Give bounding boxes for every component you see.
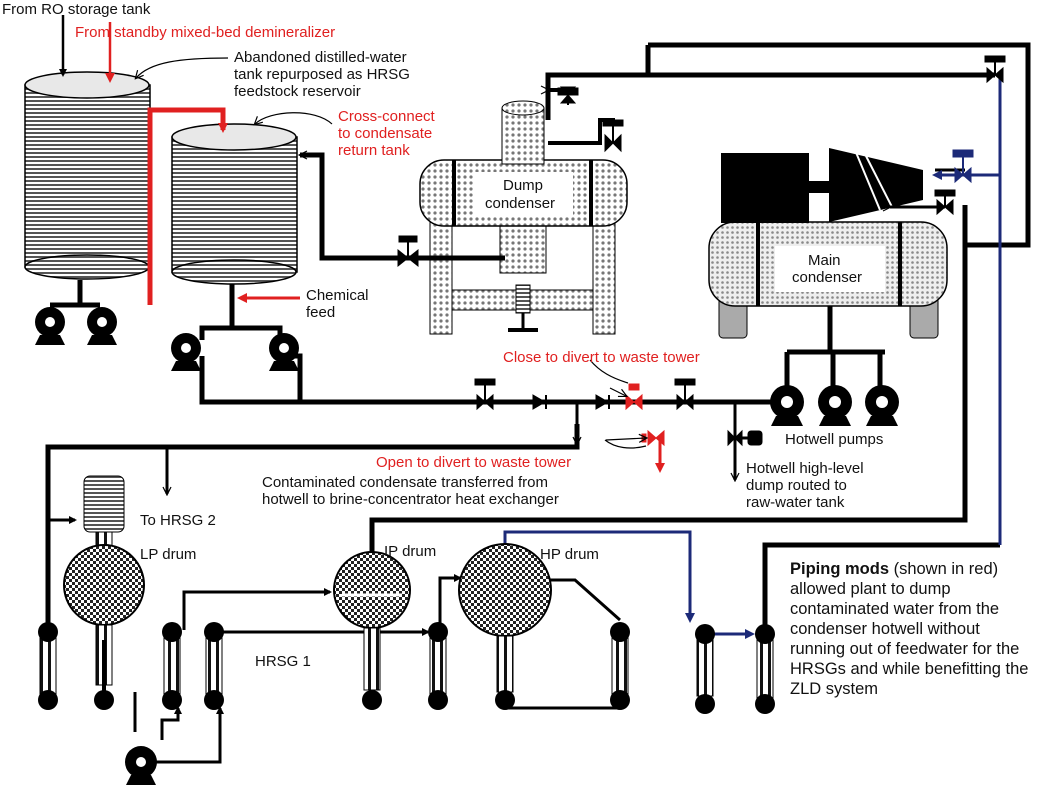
label-hotwell-dump-3: raw-water tank bbox=[746, 494, 845, 511]
pump-3 bbox=[171, 333, 201, 371]
tube-bank-2 bbox=[94, 640, 114, 710]
caption-bold: Piping mods bbox=[790, 560, 889, 578]
label-dump-condenser-1: Dump bbox=[503, 177, 543, 194]
tube-bank-1 bbox=[38, 622, 58, 710]
tube-bank-3 bbox=[162, 622, 182, 710]
label-hotwell-dump-1: Hotwell high-level bbox=[746, 460, 864, 477]
pump-4 bbox=[269, 333, 299, 371]
label-hotwell-dump-2: dump routed to bbox=[746, 477, 847, 494]
valve-top-2 bbox=[602, 119, 624, 153]
valve-top-1 bbox=[557, 86, 579, 105]
condensate-return-tank bbox=[171, 123, 298, 285]
caption: Piping mods (shown in red) allowed plant… bbox=[790, 559, 1030, 699]
tube-bank-8 bbox=[610, 622, 630, 710]
check-valve-2 bbox=[595, 394, 610, 410]
hp-drum bbox=[458, 543, 552, 693]
label-from-ro: From RO storage tank bbox=[2, 1, 151, 18]
hotwell-pump-3 bbox=[865, 385, 899, 426]
valve-close-divert bbox=[625, 383, 643, 411]
caption-rest: (shown in red) allowed plant to dump con… bbox=[790, 560, 1029, 698]
label-cross-connect-1: Cross-connect bbox=[338, 108, 436, 125]
label-dump-condenser-2: condenser bbox=[485, 195, 555, 212]
red-valves bbox=[625, 383, 665, 447]
main-condenser bbox=[708, 221, 948, 339]
red-piping bbox=[105, 22, 665, 473]
tube-bank-5 bbox=[362, 690, 382, 710]
navy-valve bbox=[952, 149, 974, 184]
valve-top-right bbox=[984, 55, 1006, 84]
valve-header-2 bbox=[674, 378, 696, 411]
valves bbox=[397, 55, 1006, 447]
label-lp-drum: LP drum bbox=[140, 546, 196, 563]
label-abandoned-2: tank repurposed as HRSG bbox=[234, 66, 410, 83]
label-abandoned-3: feedstock reservoir bbox=[234, 83, 361, 100]
hrsg-pump bbox=[125, 746, 157, 785]
label-hotwell-pumps: Hotwell pumps bbox=[785, 431, 883, 448]
feedstock-tank bbox=[24, 71, 151, 280]
hotwell-pump-1 bbox=[770, 385, 804, 426]
lp-drum bbox=[63, 475, 145, 686]
hotwell-pump-2 bbox=[818, 385, 852, 426]
tube-bank-10 bbox=[755, 624, 775, 714]
label-ip-drum: IP drum bbox=[384, 543, 436, 560]
labels: From RO storage tank From standby mixed-… bbox=[2, 1, 883, 670]
label-chemical-feed-2: feed bbox=[306, 304, 335, 321]
check-valve-1 bbox=[532, 394, 547, 410]
leader-lines bbox=[136, 57, 646, 449]
label-main-condenser-1: Main bbox=[808, 252, 841, 269]
label-open-divert: Open to divert to waste tower bbox=[376, 454, 571, 471]
label-contaminated-1: Contaminated condensate transferred from bbox=[262, 474, 548, 491]
pump-1 bbox=[35, 307, 65, 345]
label-cross-connect-3: return tank bbox=[338, 142, 410, 159]
label-to-hrsg2: To HRSG 2 bbox=[140, 512, 216, 529]
pumps bbox=[35, 307, 899, 785]
tube-bank-4 bbox=[204, 622, 224, 710]
tube-bank-7 bbox=[495, 690, 515, 710]
valve-turbine bbox=[934, 189, 956, 216]
label-abandoned-1: Abandoned distilled-water bbox=[234, 49, 407, 66]
tube-banks bbox=[38, 622, 775, 714]
label-chemical-feed-1: Chemical bbox=[306, 287, 369, 304]
valve-hotwell-dump bbox=[727, 429, 763, 447]
label-from-standby: From standby mixed-bed demineralizer bbox=[75, 24, 335, 41]
label-hp-drum: HP drum bbox=[540, 546, 599, 563]
pump-2 bbox=[87, 307, 117, 345]
dump-condenser bbox=[419, 100, 628, 335]
label-hrsg1: HRSG 1 bbox=[255, 653, 311, 670]
tube-bank-9 bbox=[695, 624, 715, 714]
tube-bank-6 bbox=[428, 622, 448, 710]
label-cross-connect-2: to condensate bbox=[338, 125, 432, 142]
turbine-generator bbox=[721, 148, 923, 223]
label-close-divert: Close to divert to waste tower bbox=[503, 349, 700, 366]
label-main-condenser-2: condenser bbox=[792, 269, 862, 286]
label-contaminated-2: hotwell to brine-concentrator heat excha… bbox=[262, 491, 559, 508]
ip-drum bbox=[333, 551, 411, 691]
valve-dump-feed bbox=[397, 235, 419, 268]
valve-header-1 bbox=[474, 378, 496, 411]
